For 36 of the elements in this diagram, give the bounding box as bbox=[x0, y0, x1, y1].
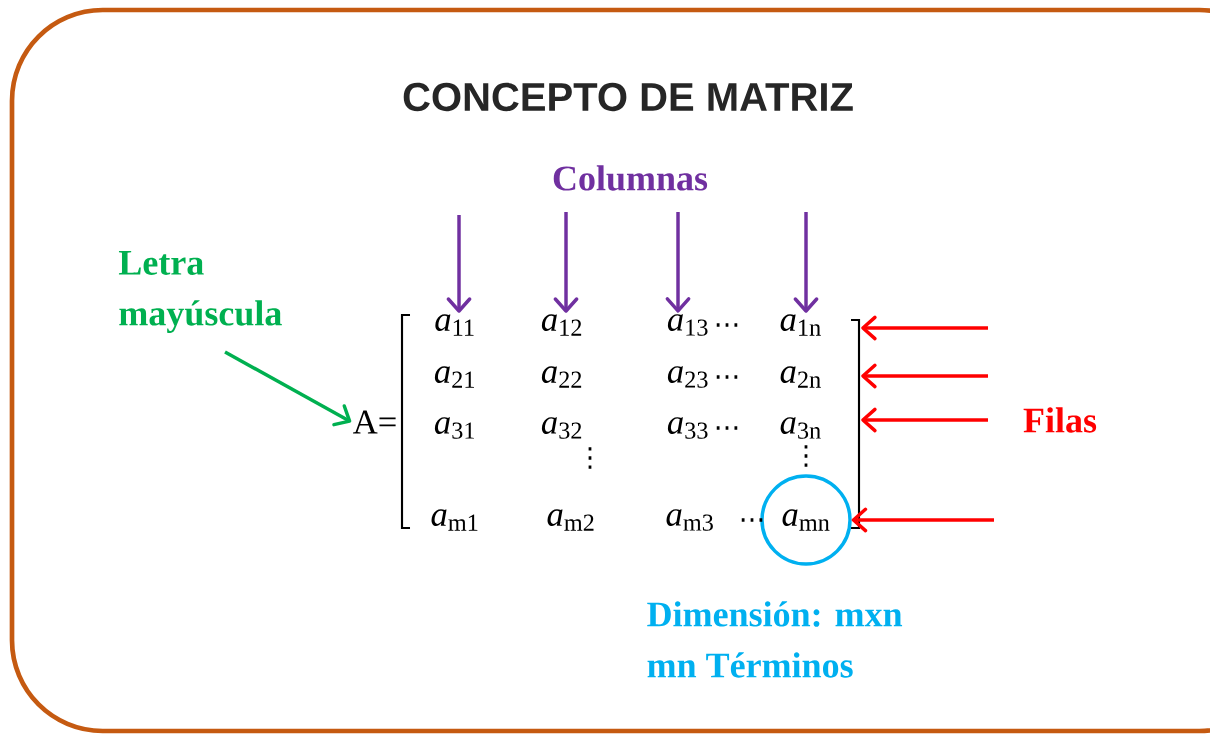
matrix-entry: a$_{1n}$ bbox=[780, 314, 821, 336]
label-text: Filas bbox=[1023, 407, 1097, 433]
arrow bbox=[446, 215, 472, 313]
matrix-entry: a$_{3n}$ bbox=[780, 417, 821, 439]
matrix-entry: a$_{2n}$ bbox=[780, 366, 821, 388]
matrix-entry: a$_{m2}$ bbox=[547, 509, 594, 531]
arrow bbox=[665, 212, 691, 313]
matrix-entry: a$_{32}$ bbox=[541, 417, 582, 439]
matrix-entry: a$_{11}$ bbox=[435, 314, 474, 336]
matrix-entry: a$_{23}$ bbox=[667, 366, 708, 388]
title: CONCEPTO DE MATRIZ bbox=[403, 82, 853, 112]
matrix-entry: a$_{31}$ bbox=[434, 417, 474, 439]
label-text: mn Términos bbox=[647, 652, 853, 678]
matrix-entry: a$_{m1}$ bbox=[431, 509, 478, 531]
matrix-entry: a$_{33}$ bbox=[667, 417, 708, 439]
dots: … bbox=[716, 375, 738, 379]
arrow bbox=[861, 363, 988, 389]
arrow bbox=[851, 507, 994, 533]
matrix-entry: a$_{21}$ bbox=[434, 366, 474, 388]
dots: … bbox=[716, 426, 738, 430]
label-text: Dimensión: mxn bbox=[647, 601, 903, 627]
label-text: Letra mayúscula bbox=[118, 251, 282, 333]
dots: … bbox=[716, 323, 738, 327]
matrix-entry: a$_{13}$ bbox=[667, 314, 708, 336]
matrix-entry: a$_{m3}$ bbox=[666, 509, 713, 531]
arrow bbox=[861, 407, 988, 433]
arrow bbox=[224, 350, 352, 427]
dots: … bbox=[741, 518, 763, 522]
label-text: Columnas bbox=[553, 165, 708, 191]
dots: ⋮ bbox=[588, 447, 592, 469]
matrix-entry: a$_{12}$ bbox=[541, 314, 582, 336]
arrow bbox=[861, 315, 988, 341]
arrow bbox=[553, 212, 579, 313]
matrix-name: A= bbox=[353, 410, 396, 434]
arrow bbox=[793, 212, 819, 313]
matrix-entry: a$_{22}$ bbox=[541, 366, 582, 388]
